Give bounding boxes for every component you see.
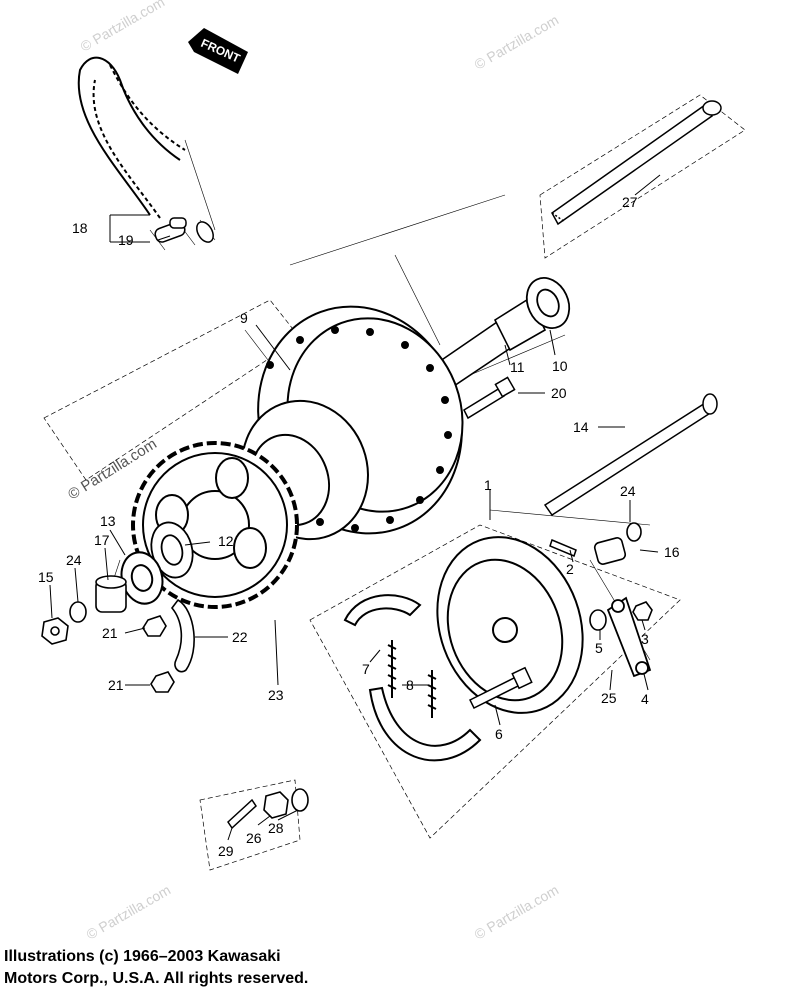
sleeve	[593, 537, 627, 565]
group-outlines	[43, 94, 746, 871]
callout-1: 1	[484, 477, 492, 493]
front-arrow-icon: FRONT	[188, 28, 248, 74]
watermark: © Partzilla.com	[78, 0, 168, 55]
callout-9: 9	[240, 310, 248, 326]
callout-15: 15	[38, 569, 54, 585]
callout-6: 6	[495, 726, 503, 742]
axle-nut	[41, 617, 69, 645]
washer	[626, 522, 642, 542]
sprocket-bearing	[150, 521, 194, 579]
callout-26: 26	[246, 830, 262, 846]
callout-23: 23	[268, 687, 284, 703]
callout-21b: 21	[108, 677, 124, 693]
brake-cam	[468, 666, 533, 710]
brake-arm	[606, 596, 652, 678]
callout-17: 17	[94, 532, 110, 548]
sprocket-nut	[142, 615, 175, 693]
callout-25: 25	[601, 690, 617, 706]
callout-16: 16	[664, 544, 680, 560]
callout-27: 27	[622, 194, 638, 210]
callout-18: 18	[72, 220, 88, 236]
callout-24: 24	[620, 483, 636, 499]
copyright-line-2: Motors Corp., U.S.A. All rights reserved…	[4, 970, 309, 987]
washer	[291, 788, 309, 812]
callout-leaders	[49, 174, 661, 841]
callout-29: 29	[218, 843, 234, 859]
callout-13: 13	[100, 513, 116, 529]
callout-3: 3	[641, 631, 649, 647]
brake-springs	[387, 640, 437, 718]
callouts: 1 2 3 4 5 6 7 8 9 10 11 12 13 14 15 16 1…	[38, 194, 680, 859]
callout-8: 8	[406, 677, 414, 693]
watermark: © Partzilla.com	[84, 882, 174, 943]
watermark: © Partzilla.com	[472, 882, 562, 943]
callout-4: 4	[641, 691, 649, 707]
arm-bolt	[549, 538, 577, 558]
callout-22: 22	[232, 629, 248, 645]
washer	[69, 601, 87, 623]
hub-bolt	[463, 376, 516, 420]
copyright-notice: Illustrations (c) 1966–2003 Kawasaki Mot…	[4, 946, 308, 990]
callout-7: 7	[362, 661, 370, 677]
cotter-pin	[227, 798, 257, 830]
callout-10: 10	[552, 358, 568, 374]
drive-chain	[77, 56, 186, 219]
callout-19: 19	[118, 232, 134, 248]
rear-axle	[551, 100, 722, 226]
arm-washer	[589, 609, 607, 631]
watermark: © Partzilla.com	[472, 12, 562, 73]
brake-panel	[436, 536, 584, 714]
castle-nut	[263, 791, 289, 819]
brake-shoes	[343, 594, 482, 762]
hub-bearing	[525, 277, 571, 329]
chain-master-link	[154, 217, 214, 243]
torque-link-shaft	[543, 393, 718, 517]
callout-24b: 24	[66, 552, 82, 568]
callout-28: 28	[268, 820, 284, 836]
callout-12: 12	[218, 533, 234, 549]
arm-nut	[632, 601, 653, 621]
callout-20: 20	[551, 385, 567, 401]
callout-11: 11	[510, 359, 525, 375]
callout-2: 2	[566, 561, 574, 577]
lock-plate	[170, 598, 195, 673]
copyright-line-1: Illustrations (c) 1966–2003 Kawasaki	[4, 948, 281, 965]
callout-5: 5	[595, 640, 603, 656]
callout-21: 21	[102, 625, 118, 641]
collar	[95, 575, 127, 613]
callout-14: 14	[573, 419, 589, 435]
